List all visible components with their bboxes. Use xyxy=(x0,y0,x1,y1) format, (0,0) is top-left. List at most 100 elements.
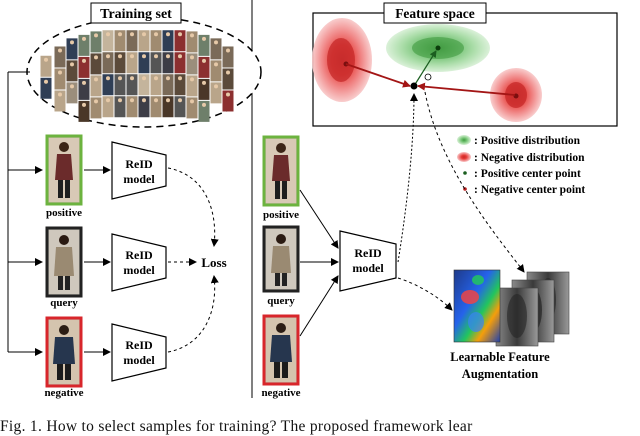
loss-curve-bottom xyxy=(167,275,219,353)
mosaic-thumbnail xyxy=(66,60,78,82)
right-positive-image xyxy=(262,135,300,207)
mosaic-head xyxy=(142,32,146,37)
mosaic-thumbnail xyxy=(186,97,198,119)
mosaic-thumbnail xyxy=(150,52,162,74)
legend-positive-distribution-swatch xyxy=(457,135,471,145)
svg-text:ReID: ReID xyxy=(125,157,153,171)
mosaic-thumbnail xyxy=(150,30,162,52)
mosaic-head xyxy=(82,102,86,107)
mosaic-head xyxy=(58,48,62,53)
legend-positive-center-swatch xyxy=(463,171,467,175)
mosaic-thumbnail xyxy=(162,74,174,96)
legend-negative-distribution: : Negative distribution xyxy=(474,152,585,164)
legend-positive-center: : Positive center point xyxy=(474,168,581,180)
augmentation-label-line1: Learnable Feature xyxy=(450,350,550,364)
arrow-anchor-to-positive xyxy=(413,50,437,87)
mosaic-thumbnail xyxy=(150,96,162,118)
mosaic-thumbnail xyxy=(210,60,222,82)
mosaic-thumbnail xyxy=(78,100,90,122)
mosaic-thumbnail xyxy=(174,96,186,118)
mosaic-head xyxy=(226,70,230,75)
mosaic-head xyxy=(190,77,194,82)
mosaic-thumbnail xyxy=(102,52,114,74)
loss-curve-top xyxy=(167,167,219,247)
arrow-negative-left-to-anchor xyxy=(345,63,411,88)
mosaic-head xyxy=(178,54,182,59)
right-query-label: query xyxy=(267,295,295,307)
mosaic-head xyxy=(82,36,86,41)
mosaic-thumbnail xyxy=(126,74,138,96)
mosaic-head xyxy=(70,62,74,67)
mosaic-head xyxy=(226,92,230,97)
mosaic-thumbnail xyxy=(198,100,210,122)
mosaic-head xyxy=(118,54,122,59)
mosaic-thumbnail xyxy=(126,30,138,52)
mosaic-head xyxy=(202,36,206,41)
mosaic-head xyxy=(166,54,170,59)
mosaic-head xyxy=(202,58,206,63)
reid-model-left-1: ReID model xyxy=(111,141,167,200)
mosaic-head xyxy=(118,32,122,37)
mosaic-thumbnail xyxy=(174,52,186,74)
mosaic-head xyxy=(178,76,182,81)
arrow-right-negative-to-model xyxy=(299,275,339,337)
mosaic-thumbnail xyxy=(90,75,102,97)
training-set-mosaic xyxy=(40,30,234,122)
mosaic-head xyxy=(202,102,206,107)
training-set-title-box xyxy=(90,2,182,24)
mosaic-thumbnail xyxy=(138,52,150,74)
mosaic-thumbnail xyxy=(210,82,222,104)
mosaic-head xyxy=(44,57,48,62)
mosaic-thumbnail xyxy=(66,82,78,104)
mosaic-thumbnail xyxy=(210,38,222,60)
mosaic-head xyxy=(130,98,134,103)
mosaic-thumbnail xyxy=(90,53,102,75)
mosaic-head xyxy=(166,32,170,37)
mosaic-thumbnail xyxy=(102,74,114,96)
mosaic-head xyxy=(70,84,74,89)
legend-negative-center: : Negative center point xyxy=(474,184,585,196)
legend-positive-distribution: : Positive distribution xyxy=(474,135,581,147)
mosaic-thumbnail xyxy=(114,52,126,74)
arrow-right-positive-to-model xyxy=(299,189,339,249)
figure-caption: Fig. 1. How to select samples for traini… xyxy=(0,418,473,435)
augmented-feature-point xyxy=(424,73,432,81)
mosaic-thumbnail xyxy=(222,46,234,68)
mosaic-thumbnail xyxy=(54,68,66,90)
mosaic-head xyxy=(118,76,122,81)
mosaic-thumbnail xyxy=(114,30,126,52)
mosaic-head xyxy=(142,54,146,59)
right-negative-image xyxy=(262,314,300,386)
mosaic-thumbnail xyxy=(102,96,114,118)
mosaic-head xyxy=(58,92,62,97)
mosaic-head xyxy=(166,98,170,103)
mosaic-thumbnail xyxy=(90,31,102,53)
mosaic-head xyxy=(82,80,86,85)
mosaic-head xyxy=(94,55,98,60)
svg-text:model: model xyxy=(123,172,155,186)
mosaic-thumbnail xyxy=(138,96,150,118)
mosaic-head xyxy=(190,33,194,38)
mosaic-head xyxy=(82,58,86,63)
mosaic-head xyxy=(154,54,158,59)
mosaic-head xyxy=(106,32,110,37)
positive-center-point xyxy=(435,45,441,51)
mosaic-thumbnail xyxy=(162,30,174,52)
mosaic-head xyxy=(58,70,62,75)
mosaic-head xyxy=(106,54,110,59)
mosaic-thumbnail xyxy=(78,78,90,100)
mosaic-thumbnail xyxy=(174,74,186,96)
mosaic-head xyxy=(94,99,98,104)
mosaic-thumbnail xyxy=(40,55,52,77)
arrow-model-to-heatmap xyxy=(397,277,453,311)
left-positive-label: positive xyxy=(46,207,82,219)
mosaic-thumbnail xyxy=(126,52,138,74)
svg-text:ReID: ReID xyxy=(125,248,153,262)
mosaic-head xyxy=(178,98,182,103)
mosaic-head xyxy=(142,76,146,81)
mosaic-thumbnail xyxy=(174,30,186,52)
mosaic-thumbnail xyxy=(162,52,174,74)
mosaic-thumbnail xyxy=(138,30,150,52)
legend: : Positive distribution : Negative distr… xyxy=(457,135,585,196)
